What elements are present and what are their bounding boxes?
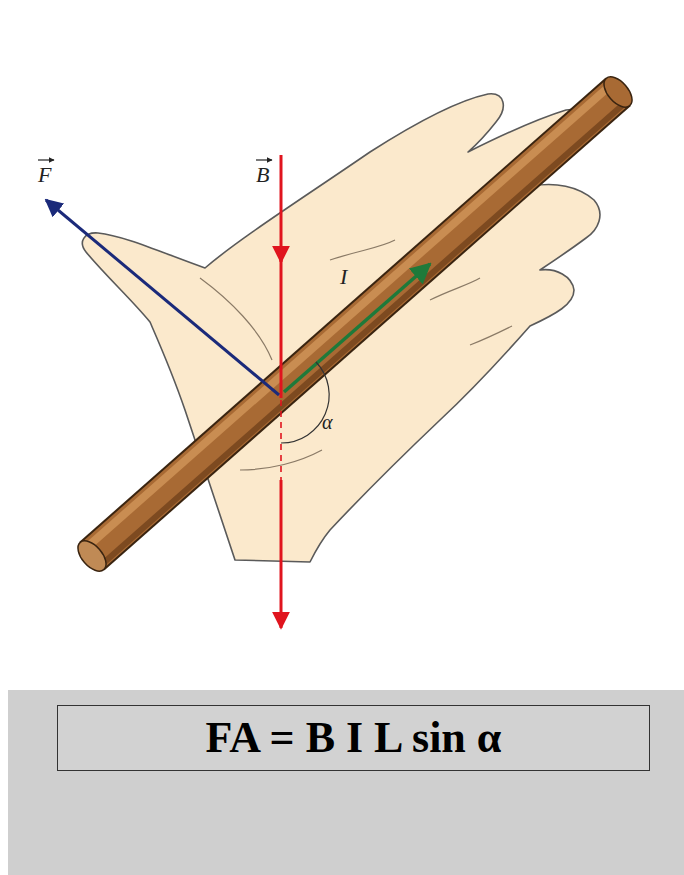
formula-box: FA = B I L sin α [57,705,650,771]
vector-label: I [340,266,347,288]
rod-highlight [86,84,612,548]
finger-crease [430,278,480,300]
rod-outline [92,92,618,556]
rod-end [599,72,638,112]
angle-label: α [322,412,333,432]
finger-crease [330,240,395,260]
left-margin [0,0,8,875]
finger-crease [470,326,512,345]
current-vector [284,264,430,392]
b-vector [280,258,283,398]
formula-text: FA = B I L sin α [206,714,502,762]
force-vector [46,200,279,395]
b-vector [280,480,283,628]
rod-shadow [100,102,626,566]
b-vector [280,155,283,262]
rod [92,92,618,556]
b-vector-hidden [280,400,282,480]
vector-sign [38,159,54,160]
palm-crease [200,278,272,360]
rod-end [73,536,112,576]
vector-label: B [256,164,269,186]
angle-arc [281,362,329,443]
vector-label: F [38,164,51,186]
vector-sign [256,159,272,160]
bottom-band [0,690,684,875]
